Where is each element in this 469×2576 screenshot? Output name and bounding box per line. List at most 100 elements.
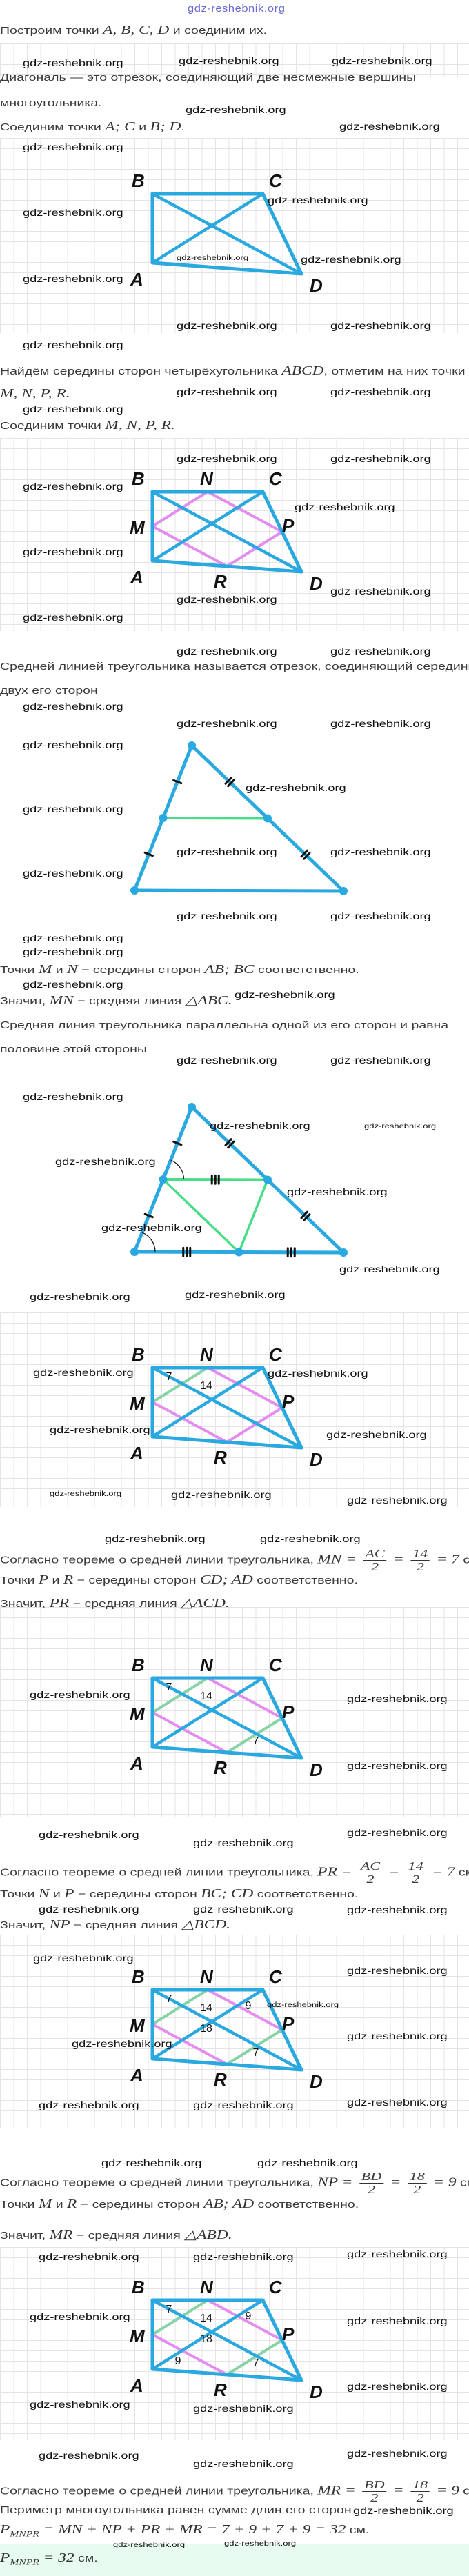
watermark: gdz-reshebnik.org — [347, 1693, 448, 1704]
fraction-denominator: 2 — [367, 2183, 376, 2196]
watermark: gdz-reshebnik.org — [177, 846, 277, 857]
watermark: gdz-reshebnik.org — [330, 320, 431, 331]
math-expression: = — [389, 1552, 408, 1566]
math-expression: = 32 — [39, 2550, 74, 2564]
watermark: gdz-reshebnik.org — [39, 1829, 139, 1840]
vertex-label-r: R — [214, 1447, 227, 1468]
watermark: gdz-reshebnik.org — [177, 453, 277, 464]
text-line: Значит, PR − средняя линия △ACD. — [0, 1595, 230, 1610]
watermark: gdz-reshebnik.org — [193, 2099, 294, 2110]
math-expression: M — [38, 2197, 52, 2210]
math-expression: = — [389, 2483, 408, 2497]
text-fragment: − средняя линия — [73, 995, 186, 1007]
side-ad — [150, 261, 303, 276]
text-fragment: см. — [459, 2485, 469, 2497]
fraction-numerator: 14 — [406, 1860, 426, 1873]
midline-pr — [226, 2028, 283, 2066]
midline-np — [206, 1988, 283, 2031]
vertex-label-n: N — [200, 2277, 214, 2297]
watermark: gdz-reshebnik.org — [23, 932, 123, 943]
midline-np — [206, 1366, 283, 1409]
watermark: gdz-reshebnik.org — [267, 2001, 339, 2009]
watermark: gdz-reshebnik.org — [23, 141, 123, 152]
text-fragment: соответственно. — [254, 2199, 359, 2210]
watermark: gdz-reshebnik.org — [257, 2157, 358, 2168]
equal-tick-mark — [227, 1140, 235, 1149]
watermark: gdz-reshebnik.org — [105, 1533, 206, 1544]
watermark: gdz-reshebnik.org — [39, 2251, 139, 2262]
watermark: gdz-reshebnik.org — [330, 586, 431, 597]
watermark: gdz-reshebnik.org — [23, 1091, 123, 1102]
text-fragment: − средняя линия — [69, 1598, 181, 1610]
side-cd — [261, 1366, 303, 1450]
segment-length-near-D: 7 — [253, 1735, 259, 1747]
watermark: gdz-reshebnik.org — [193, 2458, 294, 2469]
math-expression: M, N, P, R. — [0, 386, 70, 400]
math-expression: = 9 — [429, 2175, 457, 2189]
segment-length-near-B: 7 — [166, 1681, 172, 1693]
vertex-label-m: M — [130, 517, 146, 538]
watermark: gdz-reshebnik.org — [39, 2099, 139, 2110]
watermark: gdz-reshebnik.org — [171, 1489, 272, 1500]
vertex-label-p: P — [282, 515, 295, 536]
perimeter-symbol: PMNPR — [0, 2522, 39, 2539]
vertex-label-a: A — [130, 269, 143, 290]
symbol-base: P — [0, 2522, 10, 2536]
segment-length-center-top: 14 — [200, 1380, 212, 1392]
midline-pr — [226, 1717, 283, 1754]
side-cd — [261, 192, 303, 276]
math-expression: = — [386, 2175, 406, 2189]
text-fragment: и — [134, 121, 150, 133]
header-watermark-link[interactable]: gdz-reshebnik.org — [188, 3, 286, 14]
grid-paper — [0, 138, 469, 333]
watermark: gdz-reshebnik.org — [177, 254, 249, 262]
side-ad — [150, 1745, 303, 1760]
midline-mn — [151, 1366, 209, 1404]
midpoint-dot — [263, 814, 272, 823]
math-expression: CD; AD — [199, 1572, 253, 1586]
side-cd — [261, 1676, 303, 1760]
math-expression: PR — [49, 1596, 70, 1610]
fraction-numerator: 14 — [410, 1548, 430, 1561]
watermark: gdz-reshebnik.org — [347, 2097, 448, 2108]
midline-mr — [151, 2333, 228, 2376]
vertex-label-m: M — [130, 2326, 146, 2346]
text-line: половине этой стороны — [0, 1042, 147, 1057]
text-line: Средняя линия треугольника параллельна о… — [0, 1018, 448, 1033]
watermark: gdz-reshebnik.org — [330, 453, 431, 464]
text-line: Согласно теореме о средней линии треугол… — [0, 2170, 469, 2196]
watermark: gdz-reshebnik.org — [23, 803, 123, 815]
diagonal-bd — [150, 192, 303, 276]
angle-arc — [141, 1232, 156, 1252]
text-line: Точки N и P − середины сторон BC; CD соо… — [0, 1886, 358, 1901]
vertex-dot — [188, 741, 196, 750]
text-fragment: и — [48, 1575, 63, 1586]
angle-arc — [170, 1159, 185, 1180]
watermark: gdz-reshebnik.org — [23, 546, 123, 557]
text-line: многоугольника. — [0, 96, 102, 111]
diagonal-ac — [150, 192, 265, 265]
vertex-label-p: P — [282, 1701, 295, 1722]
vertex-label-r: R — [214, 2069, 227, 2090]
watermark: gdz-reshebnik.org — [39, 1904, 139, 1915]
equal-tick-mark — [172, 779, 183, 785]
midline-mr — [151, 1401, 228, 1444]
vertex-label-c: C — [269, 2277, 283, 2297]
text-fragment: − середины сторон — [74, 1888, 201, 1900]
equal-tick-mark — [143, 1212, 154, 1219]
vertex-label-a: A — [130, 1443, 143, 1464]
math-expression: = MN + NP + PR + MR = 7 + 9 + 7 + 9 = 32 — [39, 2522, 346, 2536]
text-fragment: − средняя линия — [72, 2230, 185, 2241]
watermark: gdz-reshebnik.org — [339, 121, 440, 132]
text-fragment: см. — [458, 1866, 469, 1879]
text-line: Построим точки A, B, C, D и соединим их. — [0, 22, 267, 37]
fraction-numerator: BD — [359, 2170, 383, 2184]
watermark: gdz-reshebnik.org — [193, 1904, 294, 1915]
vertex-label-p: P — [282, 2013, 295, 2034]
text-fragment: Согласно теореме о средней линии треугол… — [0, 1554, 318, 1566]
watermark: gdz-reshebnik.org — [347, 2248, 448, 2259]
math-expression: = — [384, 1864, 404, 1879]
vertex-label-b: B — [132, 1344, 145, 1365]
watermark: gdz-reshebnik.org — [177, 1055, 277, 1066]
